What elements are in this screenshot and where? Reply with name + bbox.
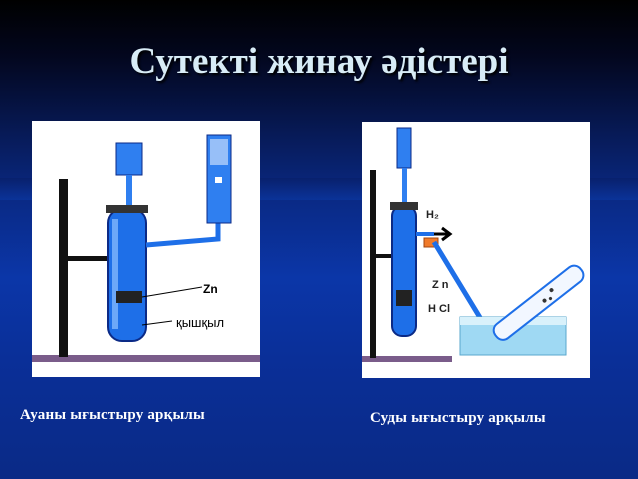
gas-direction-arrow xyxy=(434,226,453,242)
label-zn: Z n xyxy=(432,279,449,291)
caption-air-displacement: Ауаны ығыстыру арқылы xyxy=(20,407,205,423)
air-displacement-apparatus: Zn қышқыл xyxy=(32,134,260,362)
air-displacement-diagram: Zn қышқыл xyxy=(32,121,260,377)
stand-base xyxy=(362,356,452,362)
gas-bubble xyxy=(549,288,554,293)
stand-clamp xyxy=(376,254,398,258)
zinc-granules xyxy=(116,291,142,303)
stand-base xyxy=(32,355,260,362)
gas-outlet-tube xyxy=(145,217,221,248)
zinc-granules xyxy=(396,290,412,306)
funnel xyxy=(115,142,143,176)
tube-highlight xyxy=(112,219,118,329)
gas-bubble xyxy=(215,177,222,183)
collecting-tube xyxy=(492,264,585,341)
label-h2: H₂ xyxy=(426,209,439,221)
gas-bubble xyxy=(548,296,553,301)
tube-stopper xyxy=(390,202,418,210)
acid-leader-line xyxy=(141,320,173,326)
label-hcl: H Cl xyxy=(428,303,450,315)
funnel-stem xyxy=(402,168,407,204)
funnel xyxy=(396,127,412,169)
stand-clamp xyxy=(68,256,108,261)
water-displacement-apparatus: H₂ Z n H Cl xyxy=(362,127,585,362)
reaction-tube xyxy=(391,205,417,337)
zn-leader-line xyxy=(141,286,203,298)
caption-water-displacement: Суды ығыстыру арқылы xyxy=(370,410,546,426)
label-zn: Zn xyxy=(203,282,218,296)
collecting-tube-group xyxy=(492,264,585,341)
water-displacement-diagram: H₂ Z n H Cl xyxy=(362,122,590,378)
stand-rod xyxy=(370,170,376,358)
gas-bubble xyxy=(542,298,547,303)
orange-stopper xyxy=(423,237,439,248)
stand-rod xyxy=(59,179,68,357)
slide-title: Сутекті жинау әдістері xyxy=(129,41,509,82)
funnel-stem xyxy=(126,175,132,205)
tube-stopper xyxy=(106,205,148,213)
label-acid: қышқыл xyxy=(176,315,224,330)
collecting-tube-gas xyxy=(210,139,228,165)
